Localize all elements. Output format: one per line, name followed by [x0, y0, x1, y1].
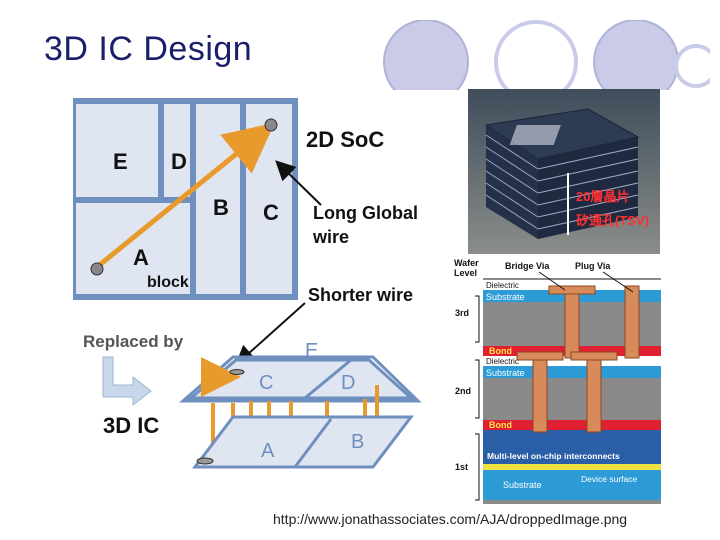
level-1-label: 1st	[455, 462, 468, 472]
slide-title: 3D IC Design	[44, 30, 253, 68]
level-3-label: 3rd	[455, 308, 469, 318]
replaced-by-label: Replaced by	[83, 332, 184, 351]
shorter-wire-label: Shorter wire	[308, 285, 413, 305]
bond-3: Bond	[489, 346, 512, 356]
ic3d-top-layer: E C D	[179, 340, 422, 403]
ic3d-label: 3D IC	[103, 413, 159, 438]
soc-vs-3dic-diagram: E D B C A block 2D SoC Long Global wire …	[73, 95, 433, 475]
dielectric-2: Dielectric	[486, 357, 519, 366]
bottom-layer-B: B	[351, 431, 364, 453]
bottom-layer-A: A	[261, 440, 275, 462]
replaced-arrow-icon	[102, 356, 152, 407]
substrate-3: Substrate	[486, 292, 525, 302]
copper-vias	[516, 285, 640, 433]
level-2-label: 2nd	[455, 386, 471, 396]
top-layer-E: E	[305, 340, 318, 362]
photo-caption-line2: 矽通孔(TSV)	[576, 213, 649, 228]
top-layer-D: D	[341, 372, 355, 394]
photo-caption-line1: 20層晶片	[576, 189, 629, 204]
substrate-2: Substrate	[486, 368, 525, 378]
dielectric-3: Dielectric	[486, 281, 519, 290]
long-wire-label-line2: wire	[312, 227, 349, 247]
ic3d-bottom-layer: A B	[191, 415, 415, 469]
plug-via-label: Plug Via	[575, 261, 611, 271]
deco-circle	[494, 20, 578, 90]
device-surface-label: Device surface	[581, 474, 637, 484]
block-label-A: A	[133, 245, 149, 270]
long-wire-label-line1: Long Global	[313, 203, 418, 223]
block-word: block	[147, 274, 189, 291]
substrate-1: Substrate	[503, 480, 542, 490]
stacked-chip-photo: 20層晶片 矽通孔(TSV)	[468, 89, 660, 254]
block-label-C: C	[263, 200, 279, 225]
deco-circle	[674, 44, 710, 88]
soc-label: 2D SoC	[306, 127, 384, 152]
wafer-level-label-2: Level	[454, 268, 477, 278]
multilevel-label: Multi-level on-chip interconnects	[487, 451, 620, 461]
top-layer-C: C	[259, 372, 273, 394]
bridge-via-label: Bridge Via	[505, 261, 550, 271]
source-url: http://www.jonathassociates.com/AJA/drop…	[273, 511, 628, 527]
block-label-B: B	[213, 195, 229, 220]
block-label-D: D	[171, 149, 187, 174]
wafer-level-label-1: Wafer	[454, 258, 479, 268]
block-label-E: E	[113, 149, 128, 174]
deco-circle	[593, 20, 679, 90]
deco-circle	[383, 20, 469, 90]
decorative-circles	[383, 20, 710, 90]
soc-2d-panel: E D B C A block	[73, 98, 298, 300]
tsv-cross-section: Wafer Level Bridge Via Plug Via Dielectr…	[453, 256, 661, 504]
bond-2: Bond	[489, 420, 512, 430]
